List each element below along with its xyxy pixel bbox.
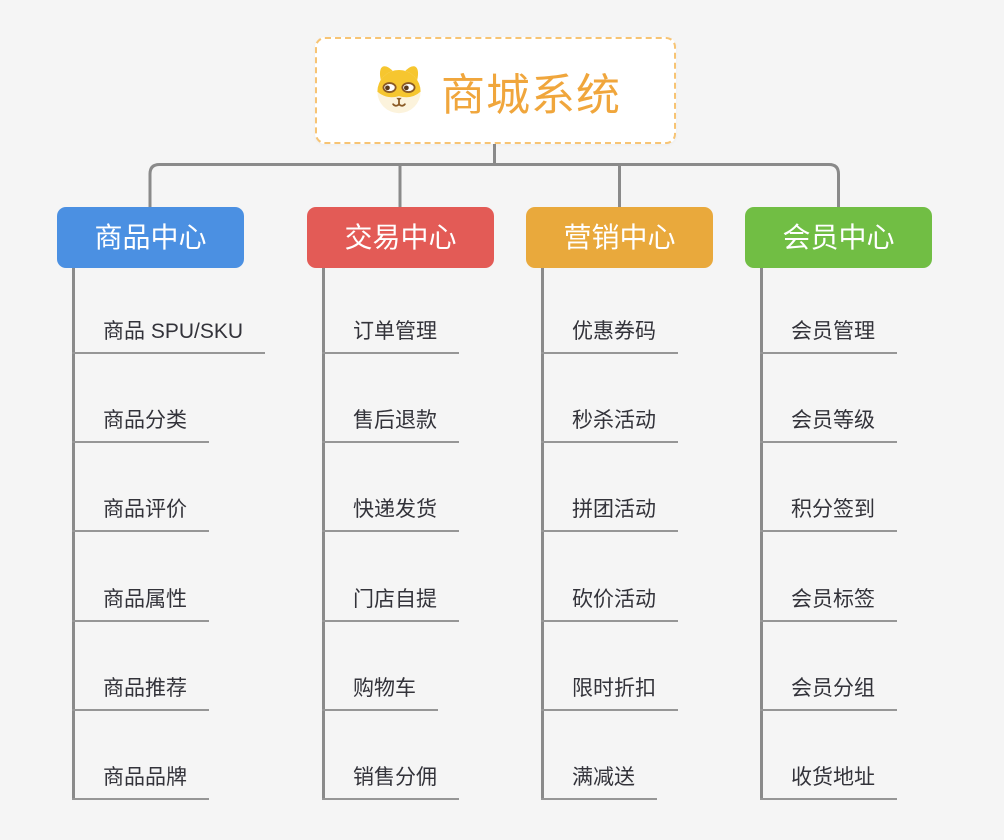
leaf-node[interactable]: 砍价活动 — [541, 578, 678, 622]
branch-column: 营销中心优惠券码秒杀活动拼团活动砍价活动限时折扣满减送 — [526, 207, 786, 807]
root-node[interactable]: 商城系统 — [315, 37, 676, 144]
branch-node[interactable]: 营销中心 — [526, 207, 713, 268]
leaf-node[interactable]: 售后退款 — [322, 399, 459, 443]
leaf-node[interactable]: 门店自提 — [322, 578, 459, 622]
branch-connector-line — [541, 268, 544, 800]
branch-node[interactable]: 交易中心 — [307, 207, 494, 268]
leaf-node[interactable]: 商品推荐 — [72, 667, 209, 711]
shiba-dog-icon — [370, 61, 428, 120]
leaf-node[interactable]: 会员管理 — [760, 310, 897, 354]
leaf-node[interactable]: 购物车 — [322, 667, 438, 711]
leaf-node[interactable]: 限时折扣 — [541, 667, 678, 711]
branch-column: 会员中心会员管理会员等级积分签到会员标签会员分组收货地址 — [745, 207, 1004, 807]
leaf-node[interactable]: 积分签到 — [760, 488, 897, 532]
leaf-node[interactable]: 会员标签 — [760, 578, 897, 622]
branch-column: 交易中心订单管理售后退款快递发货门店自提购物车销售分佣 — [307, 207, 567, 807]
branch-connector-line — [72, 268, 75, 800]
leaf-node[interactable]: 销售分佣 — [322, 756, 459, 800]
leaf-node[interactable]: 商品品牌 — [72, 756, 209, 800]
branch-connector-line — [322, 268, 325, 800]
leaf-node[interactable]: 秒杀活动 — [541, 399, 678, 443]
branch-connector-line — [760, 268, 763, 800]
leaf-node[interactable]: 商品分类 — [72, 399, 209, 443]
leaf-node[interactable]: 商品属性 — [72, 578, 209, 622]
leaf-node[interactable]: 商品评价 — [72, 488, 209, 532]
leaf-node[interactable]: 会员等级 — [760, 399, 897, 443]
leaf-node[interactable]: 商品 SPU/SKU — [72, 310, 266, 354]
leaf-node[interactable]: 收货地址 — [760, 756, 897, 800]
branch-column: 商品中心商品 SPU/SKU 商品分类商品评价商品属性商品推荐商品品牌 — [57, 207, 317, 807]
leaf-node[interactable]: 优惠券码 — [541, 310, 678, 354]
leaf-node[interactable]: 快递发货 — [322, 488, 459, 532]
branch-node[interactable]: 商品中心 — [57, 207, 244, 268]
leaf-node[interactable]: 拼团活动 — [541, 488, 678, 532]
branch-node[interactable]: 会员中心 — [745, 207, 932, 268]
root-node-label: 商城系统 — [441, 70, 621, 120]
leaf-node[interactable]: 满减送 — [541, 756, 657, 800]
leaf-node[interactable]: 会员分组 — [760, 667, 897, 711]
leaf-node[interactable]: 订单管理 — [322, 310, 459, 354]
